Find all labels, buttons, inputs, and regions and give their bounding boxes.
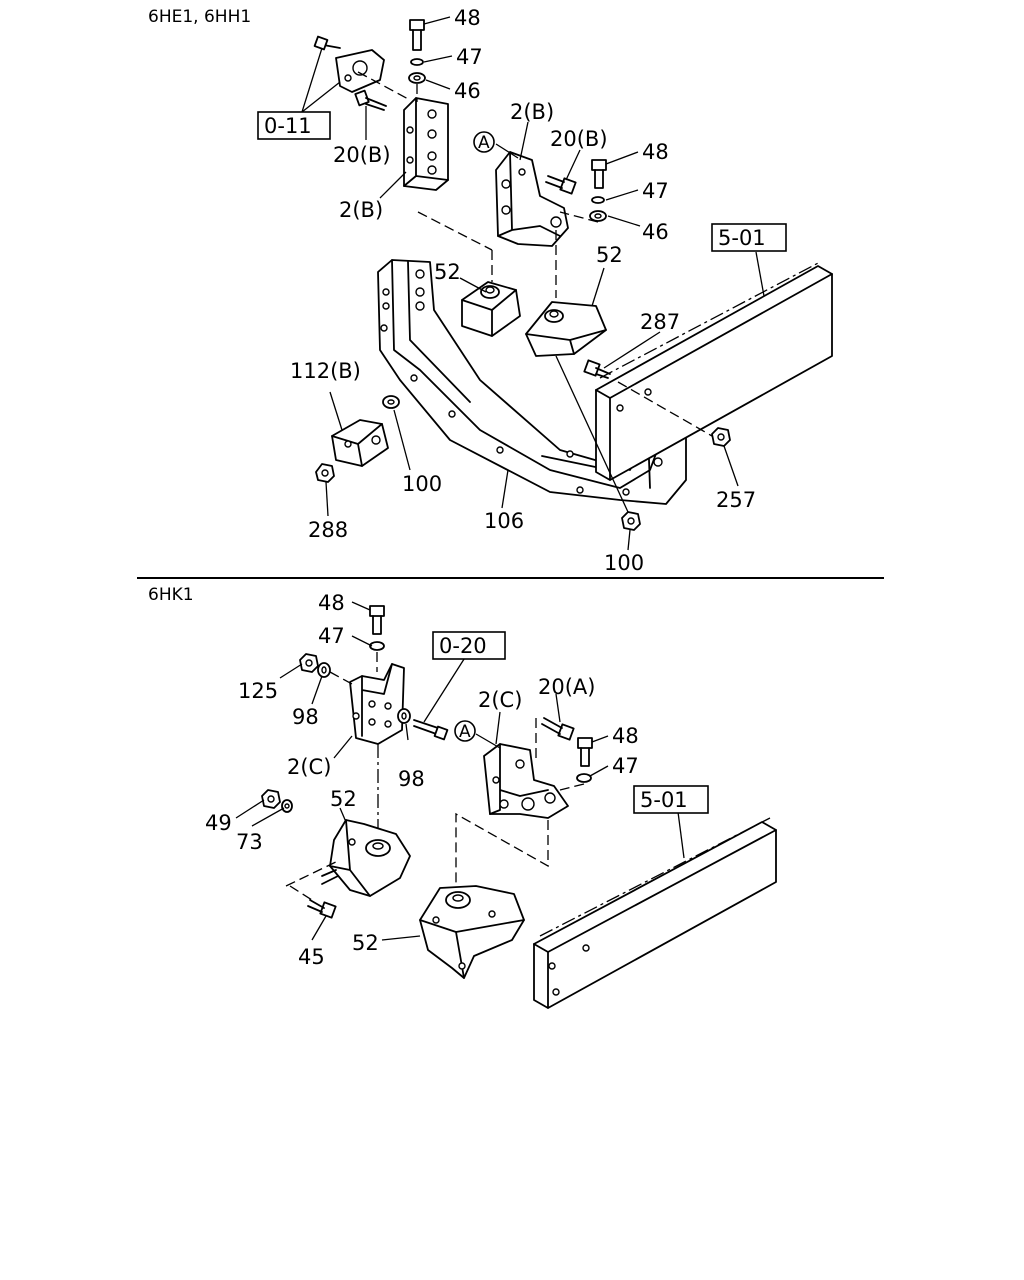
label-106: 106 — [484, 509, 524, 533]
label-52-right: 52 — [596, 243, 623, 267]
nut-288 — [315, 463, 335, 483]
engine-mount-52-right — [525, 301, 607, 357]
bolt-48-right — [559, 159, 607, 223]
ref-box-0-11 — [257, 111, 331, 140]
bolt-20b-right — [545, 175, 577, 195]
washer-100-left — [382, 395, 400, 409]
washer-73 — [281, 799, 293, 813]
nut-257 — [711, 427, 731, 447]
label-257: 257 — [716, 488, 756, 512]
label-2c-right: 2(C) — [478, 688, 522, 712]
label-0-20: 0-20 — [439, 634, 487, 658]
label-20b-left: 20(B) — [333, 143, 391, 167]
label-5-01-top: 5-01 — [718, 226, 766, 250]
label-a-bottom: A — [459, 722, 471, 742]
label-46-right: 46 — [642, 220, 669, 244]
label-47-b: 47 — [318, 624, 345, 648]
bracket-112b — [331, 419, 389, 467]
frame-rail-top — [595, 261, 833, 481]
label-100-left: 100 — [402, 472, 442, 496]
engine-bracket-left — [313, 35, 385, 93]
connector-mount-left — [285, 859, 341, 887]
labels-top: 48 47 46 0-11 20(B) 2(B) 2(B) 20(B) 48 4… — [257, 6, 787, 575]
engine-mount-52-bottom-left — [321, 819, 411, 897]
label-2b-right: 2(B) — [510, 100, 554, 124]
connector-bracket-to-mount — [455, 812, 549, 886]
washer-98-left — [317, 662, 331, 678]
washer-100-right — [555, 355, 641, 531]
frame-rail-bottom — [533, 817, 777, 1009]
label-5-01-bottom: 5-01 — [640, 788, 688, 812]
label-48-b-right: 48 — [612, 724, 639, 748]
leader-lines-bottom — [235, 601, 685, 941]
label-46: 46 — [454, 79, 481, 103]
ref-box-5-01-top — [711, 223, 787, 252]
label-2b-left: 2(B) — [339, 198, 383, 222]
bracket-2c-left — [349, 663, 405, 830]
label-48: 48 — [454, 6, 481, 30]
connector-bracket-to-plate — [357, 71, 411, 101]
label-48-b: 48 — [318, 591, 345, 615]
washer-98-right — [397, 708, 449, 741]
label-52-left: 52 — [434, 260, 461, 284]
label-52-b-right: 52 — [352, 931, 379, 955]
ref-box-0-20 — [432, 631, 506, 660]
label-112b: 112(B) — [290, 359, 361, 383]
label-98-right: 98 — [398, 767, 425, 791]
label-2c-left: 2(C) — [287, 755, 331, 779]
section-title-top: 6HE1, 6HH1 — [148, 7, 251, 27]
engine-mount-52-bottom-right — [419, 885, 525, 979]
label-288: 288 — [308, 518, 348, 542]
label-52-b-left: 52 — [330, 787, 357, 811]
ref-box-5-01-bottom — [633, 785, 709, 814]
bracket-2c-right — [483, 743, 569, 819]
label-48-right: 48 — [642, 140, 669, 164]
label-45: 45 — [298, 945, 325, 969]
circle-ref-a-bottom — [454, 720, 476, 742]
bolt-45 — [289, 885, 337, 919]
connector-nut-to-bracket — [329, 671, 353, 685]
label-98-left: 98 — [292, 705, 319, 729]
label-287: 287 — [640, 310, 680, 334]
bolt-48-top — [408, 19, 426, 102]
engine-mount-52-left — [417, 211, 521, 337]
connector-frame-to-nut — [617, 381, 713, 437]
nut-125 — [299, 653, 319, 673]
label-73: 73 — [236, 830, 263, 854]
bolt-48-bottom-right — [559, 737, 593, 791]
circle-ref-a-top — [473, 131, 495, 153]
nut-49 — [261, 789, 281, 809]
label-20b-right: 20(B) — [550, 127, 608, 151]
label-125: 125 — [238, 679, 278, 703]
bolt-20a — [541, 717, 575, 741]
bracket-2b-right — [495, 151, 569, 298]
label-49: 49 — [205, 811, 232, 835]
label-47-right: 47 — [642, 179, 669, 203]
leader-lines-top — [301, 16, 765, 551]
bolt-48-bottom-left — [369, 605, 385, 672]
label-a-top: A — [478, 133, 490, 153]
label-0-11: 0-11 — [264, 114, 312, 138]
labels-bottom: 48 47 0-20 125 98 2(C) 98 2(C) 20(A) 48 … — [205, 591, 709, 969]
label-100-right: 100 — [604, 551, 644, 575]
section-title-bottom: 6HK1 — [148, 585, 194, 605]
label-47-b-right: 47 — [612, 754, 639, 778]
label-20a: 20(A) — [538, 675, 595, 699]
bolt-287 — [583, 359, 611, 379]
label-47: 47 — [456, 45, 483, 69]
bolt-20b-left — [354, 89, 387, 111]
plate-2b-left — [403, 97, 449, 191]
